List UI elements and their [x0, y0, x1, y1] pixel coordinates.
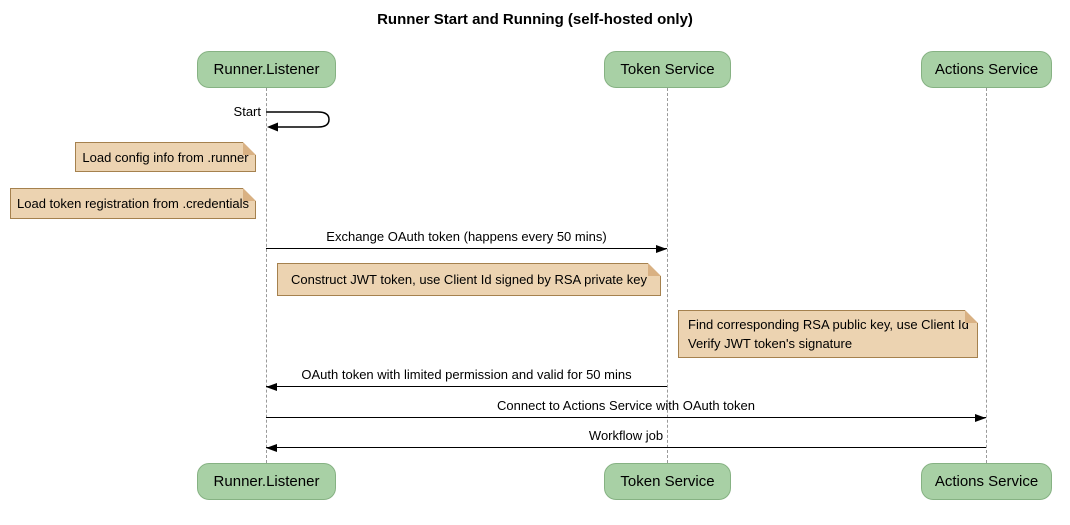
actor-label: Token Service — [620, 473, 715, 490]
note-load-config: Load config info from .runner — [75, 142, 256, 172]
actor-label: Runner.Listener — [213, 473, 320, 490]
message-label: Workflow job — [588, 428, 664, 443]
lifeline-actions-service — [986, 88, 987, 463]
diagram-title: Runner Start and Running (self-hosted on… — [377, 11, 693, 28]
lifeline-token-service — [667, 88, 668, 463]
message-label: Connect to Actions Service with OAuth to… — [497, 398, 755, 413]
actor-token-service-bottom: Token Service — [604, 463, 731, 500]
message-label: Exchange OAuth token (happens every 50 m… — [326, 229, 607, 244]
note-text-line-1: Find corresponding RSA public key, use C… — [688, 317, 969, 332]
note-construct-jwt: Construct JWT token, use Client Id signe… — [277, 263, 661, 296]
message-oauth-token-returned: OAuth token with limited permission and … — [266, 367, 667, 391]
note-text-line-2: Verify JWT token's signature — [688, 336, 853, 351]
message-connect-actions-service: Connect to Actions Service with OAuth to… — [266, 398, 986, 422]
message-line — [266, 416, 986, 418]
actor-label: Token Service — [620, 61, 715, 78]
note-load-token-registration: Load token registration from .credential… — [10, 188, 256, 219]
arrowhead-right-icon — [656, 245, 667, 253]
arrowhead-right-icon — [975, 414, 986, 422]
note-text: Construct JWT token, use Client Id signe… — [291, 272, 647, 287]
message-line — [266, 385, 667, 387]
actor-runner-listener-top: Runner.Listener — [197, 51, 336, 88]
arrowhead-left-icon — [266, 383, 277, 391]
actor-runner-listener-bottom: Runner.Listener — [197, 463, 336, 500]
message-line — [266, 247, 667, 249]
note-verify-jwt: Find corresponding RSA public key, use C… — [678, 310, 978, 358]
actor-label: Runner.Listener — [213, 61, 320, 78]
arrowhead-left-icon — [266, 444, 277, 452]
actor-actions-service-bottom: Actions Service — [921, 463, 1052, 500]
message-workflow-job: Workflow job — [266, 428, 986, 452]
actor-actions-service-top: Actions Service — [921, 51, 1052, 88]
message-exchange-oauth-token: Exchange OAuth token (happens every 50 m… — [266, 229, 667, 253]
message-start-label: Start — [233, 104, 261, 119]
actor-token-service-top: Token Service — [604, 51, 731, 88]
lifeline-runner-listener — [266, 88, 267, 463]
message-label: OAuth token with limited permission and … — [301, 367, 632, 382]
actor-label: Actions Service — [934, 473, 1039, 490]
actor-label: Actions Service — [934, 61, 1039, 78]
note-text: Load token registration from .credential… — [17, 196, 249, 211]
self-message-loop-arrow — [266, 111, 330, 132]
message-line — [266, 446, 986, 448]
note-text: Load config info from .runner — [82, 149, 249, 165]
